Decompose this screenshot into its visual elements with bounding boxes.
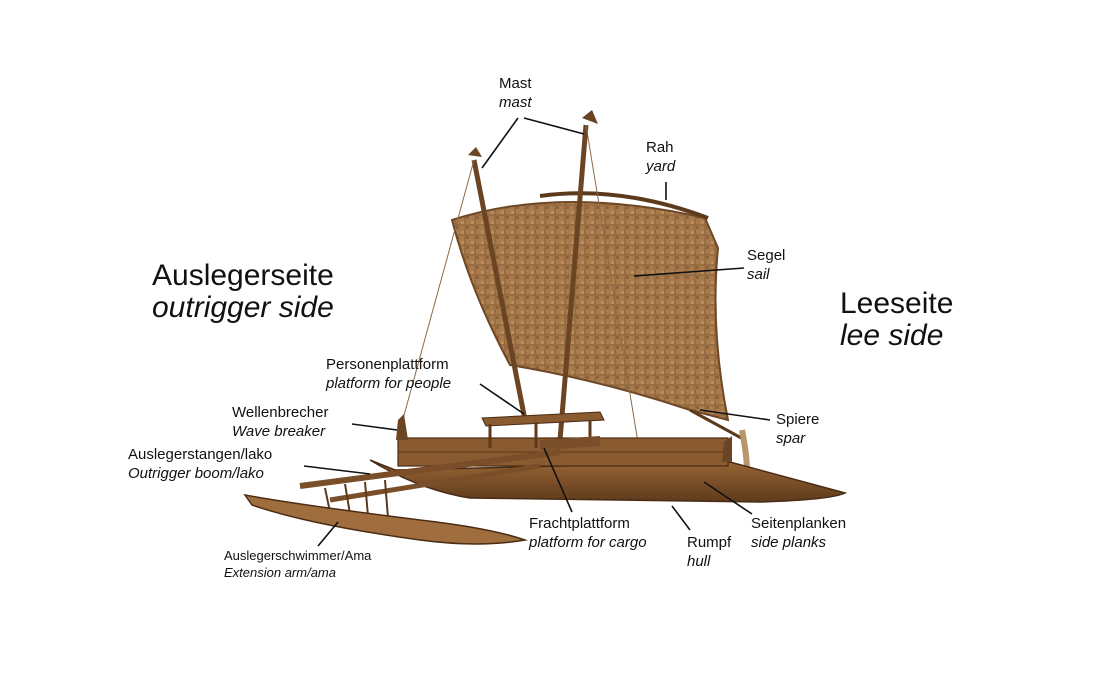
label-wave-breaker-en: Wave breaker — [232, 423, 326, 440]
label-mast-de: Mast — [499, 75, 532, 92]
leader-lines — [303, 117, 771, 547]
leader-mast-left — [481, 117, 519, 169]
mast-left-top — [468, 147, 482, 157]
label-spar: Spiere spar — [776, 410, 819, 448]
leader-side-planks — [703, 481, 753, 515]
leader-hull — [671, 505, 691, 531]
leader-outrigger-boom — [303, 465, 371, 475]
ama-float — [243, 493, 528, 545]
outrigger-side-title: Auslegerseite outrigger side — [152, 260, 334, 324]
label-cargo-platform: Frachtplattform platform for cargo — [529, 514, 647, 552]
label-ama-de: Auslegerschwimmer/Ama — [224, 548, 372, 563]
mast-right — [557, 124, 589, 441]
wave-breaker — [722, 436, 732, 462]
leader-people-platform — [479, 383, 525, 415]
yard — [539, 191, 709, 220]
label-side-planks-en: side planks — [751, 534, 827, 551]
label-sail: Segel sail — [747, 246, 785, 284]
lee-side-de: Leeseite — [840, 287, 954, 320]
leader-mast-right — [523, 117, 585, 135]
cargo-platform — [540, 436, 600, 450]
label-wave-breaker-de: Wellenbrecher — [232, 404, 329, 421]
spar — [689, 408, 746, 442]
label-yard-en: yard — [646, 158, 676, 175]
label-ama: Auslegerschwimmer/Ama Extension arm/ama — [224, 547, 371, 581]
outrigger-side-de: Auslegerseite — [152, 259, 334, 292]
connector-stick — [364, 481, 369, 517]
label-people-platform-en: platform for people — [326, 375, 452, 392]
label-side-planks-de: Seitenplanken — [751, 515, 847, 532]
label-spar-de: Spiere — [776, 411, 820, 428]
hull — [369, 459, 848, 503]
outrigger-boom — [329, 463, 541, 503]
label-cargo-platform-de: Frachtplattform — [529, 515, 630, 532]
label-people-platform-de: Personenplattform — [326, 356, 449, 373]
label-outrigger-boom: Auslegerstangen/lako Outrigger boom/lako — [128, 445, 272, 483]
label-outrigger-boom-en: Outrigger boom/lako — [128, 465, 264, 482]
label-sail-en: sail — [747, 266, 770, 283]
label-mast: Mast mast — [499, 74, 532, 112]
connector-stick — [384, 479, 389, 519]
people-platform — [481, 411, 605, 427]
leader-spar — [699, 409, 771, 421]
label-hull-en: hull — [687, 553, 711, 570]
label-yard-de: Rah — [646, 139, 674, 156]
label-hull: Rumpf hull — [687, 533, 731, 571]
label-yard: Rah yard — [646, 138, 675, 176]
label-side-planks: Seitenplanken side planks — [751, 514, 846, 552]
leader-wave-breaker — [351, 423, 398, 431]
label-cargo-platform-en: platform for cargo — [529, 534, 647, 551]
rigging-line — [585, 124, 641, 456]
lee-side-en: lee side — [840, 319, 944, 352]
outrigger-boom — [299, 449, 561, 489]
leader-ama — [317, 521, 339, 547]
label-spar-en: spar — [776, 430, 806, 447]
label-sail-de: Segel — [747, 247, 786, 264]
wave-breaker — [396, 414, 408, 440]
mast-right-top — [582, 110, 598, 124]
label-wave-breaker: Wellenbrecher Wave breaker — [232, 403, 328, 441]
label-ama-en: Extension arm/ama — [224, 565, 336, 580]
connector-stick — [344, 483, 351, 515]
leader-sail — [633, 267, 745, 277]
outrigger-side-en: outrigger side — [152, 291, 334, 324]
mast-left — [471, 159, 528, 421]
label-outrigger-boom-de: Auslegerstangen/lako — [128, 446, 273, 463]
leader-cargo — [543, 447, 573, 513]
lee-side-title: Leeseite lee side — [840, 288, 953, 352]
label-people-platform: Personenplattform platform for people — [326, 355, 451, 393]
label-hull-de: Rumpf — [687, 534, 732, 551]
label-mast-en: mast — [499, 94, 532, 111]
rigging-line — [399, 159, 475, 431]
sail — [450, 201, 730, 422]
